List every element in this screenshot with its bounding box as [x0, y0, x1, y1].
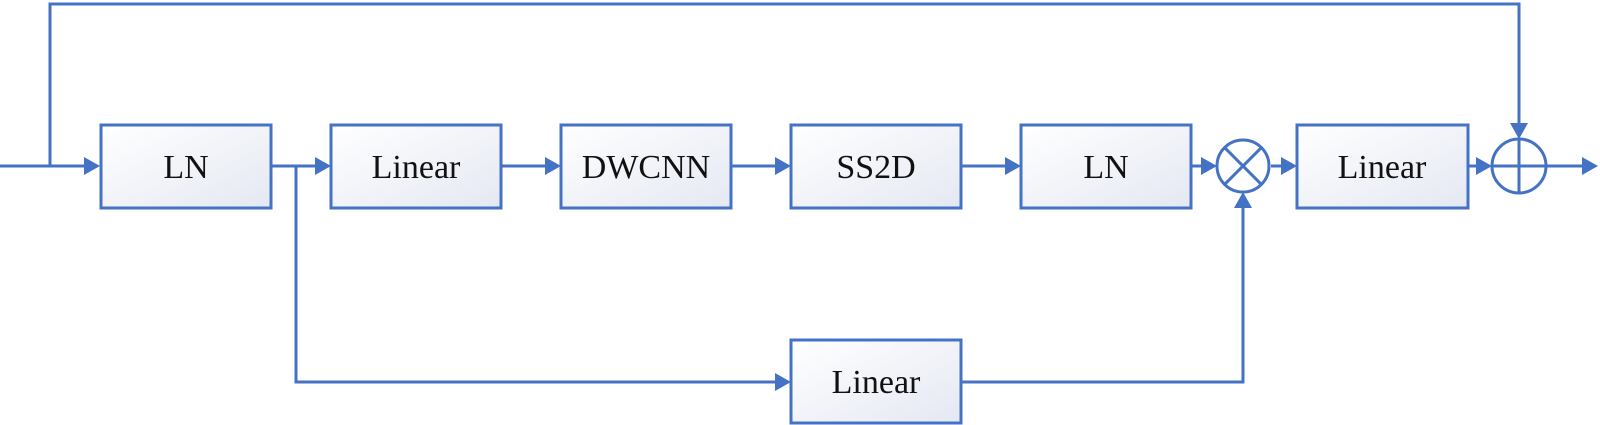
- wire-skip-to-add: [48, 2, 1521, 166]
- block-ln2-label: LN: [1083, 149, 1128, 186]
- block-linear2: Linear: [1295, 123, 1470, 210]
- block-linear2-box: [1295, 123, 1470, 210]
- block-linear1-box: [329, 123, 503, 210]
- block-dwcnn-box: [559, 123, 733, 210]
- arrowhead-output: [1582, 157, 1598, 175]
- arrowhead-ln1: [84, 157, 100, 175]
- arrowheads: [84, 123, 1598, 391]
- arrowhead-linear2: [1281, 157, 1297, 175]
- block-linear1-label: Linear: [372, 149, 461, 186]
- block-linear3-box: [789, 338, 963, 425]
- wire-linear3-to-multiply: [961, 206, 1245, 384]
- add-operator-icon: [1490, 137, 1548, 195]
- block-ln2-box: [1019, 123, 1193, 210]
- arrowhead-dwcnn: [545, 157, 561, 175]
- block-linear3: Linear: [789, 338, 963, 425]
- block-ss2d-box: [789, 123, 963, 210]
- block-ln1: LN: [99, 123, 273, 210]
- arrowhead-ss2d: [775, 157, 791, 175]
- multiply-operator-icon: [1215, 138, 1271, 194]
- wires: [0, 2, 1582, 384]
- block-linear1: Linear: [329, 123, 503, 210]
- arrowhead-add-left: [1476, 157, 1492, 175]
- block-dwcnn-label: DWCNN: [582, 149, 710, 186]
- block-ln2: LN: [1019, 123, 1193, 210]
- arrowhead-add-top: [1510, 123, 1528, 139]
- block-linear3-label: Linear: [832, 364, 921, 401]
- arrowhead-ln2: [1005, 157, 1021, 175]
- arrowhead-linear1: [315, 157, 331, 175]
- wire-branch-to-linear3: [294, 166, 776, 384]
- arrowhead-linear3: [775, 373, 791, 391]
- block-ss2d: SS2D: [789, 123, 963, 210]
- arrowhead-multiply-left: [1201, 157, 1217, 175]
- arrowhead-multiply-bottom: [1234, 192, 1252, 208]
- block-dwcnn: DWCNN: [559, 123, 733, 210]
- block-ln1-box: [99, 123, 273, 210]
- block-ln1-label: LN: [163, 149, 208, 186]
- block-ss2d-label: SS2D: [836, 149, 915, 186]
- multiply-operator-stroke-2: [1223, 146, 1263, 186]
- block-linear2-label: Linear: [1338, 149, 1427, 186]
